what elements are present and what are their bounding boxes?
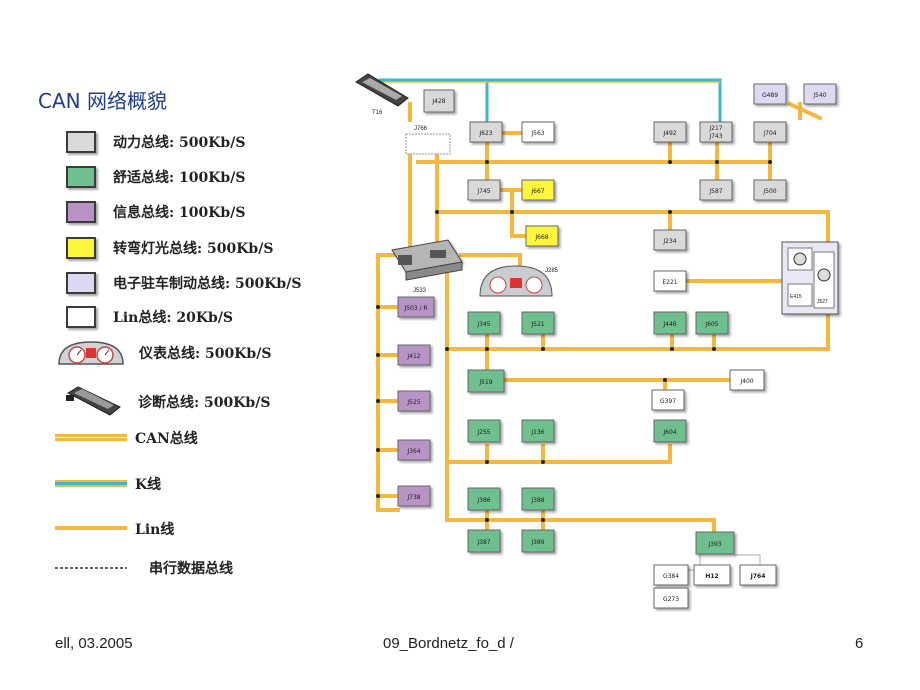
instrument-cluster-j285: J285 xyxy=(479,265,559,297)
ecu-j766: J766 xyxy=(405,126,451,155)
ecu-label: J136 xyxy=(530,429,544,436)
legend-label: Lin总线: 20Kb/S xyxy=(113,310,234,326)
ecu-label: J764 xyxy=(750,573,766,580)
ecu-label: J217 xyxy=(708,125,722,132)
ecu-label: J519 xyxy=(478,379,492,386)
ecu-label: J412 xyxy=(406,353,420,360)
serial-line-sample xyxy=(55,567,127,569)
can-line-sample xyxy=(55,434,127,441)
ecu-label: G273 xyxy=(663,596,679,603)
legend-item-diagnosis: 诊断总线: 500Kb/S xyxy=(64,385,270,419)
ecu-label: J388 xyxy=(530,497,544,504)
ecu-label: J387 xyxy=(476,539,490,546)
ecu-label: J604 xyxy=(662,429,676,436)
legend-line-lin: Lin线 xyxy=(55,519,174,539)
legend-item-cornering: 转弯灯光总线: 500Kb/S xyxy=(66,237,273,259)
ecu-label: J738 xyxy=(406,494,420,501)
ecu-label: J234 xyxy=(662,238,676,245)
lin-line-sample xyxy=(55,526,127,530)
ecu-label: G384 xyxy=(663,573,679,580)
legend: 动力总线: 500Kb/S 舒适总线: 100Kb/S 信息总线: 100Kb/… xyxy=(0,0,360,600)
page-title: CAN 网络概貌 xyxy=(38,89,167,113)
swatch-epb xyxy=(66,272,96,294)
ecu-label: J446 xyxy=(662,321,676,328)
instrument-cluster-icon xyxy=(58,341,124,365)
footer-center: 09_Bordnetz_fo_d / xyxy=(383,635,514,652)
legend-label: 电子驻车制动总线: 500Kb/S xyxy=(113,276,302,292)
bus-lines xyxy=(376,78,830,537)
ecu-label: J364 xyxy=(406,448,420,455)
ecu-label: J525 xyxy=(406,399,420,406)
ecu-label: J521 xyxy=(530,321,544,328)
epb-group: E415 J527 xyxy=(781,241,839,315)
gateway-j533: J533 xyxy=(391,239,463,294)
legend-item-powertrain: 动力总线: 500Kb/S xyxy=(66,131,245,153)
ecu-label: J540 xyxy=(812,92,826,99)
ecu-label: J428 xyxy=(431,98,445,105)
ecu-label: G397 xyxy=(660,398,676,405)
ecu-label: J400 xyxy=(739,378,753,385)
ecu-label: J605 xyxy=(704,321,718,328)
ecu-boxes: J428 J623 J563 J492 J217 J743 J704 G489 … xyxy=(397,83,837,609)
legend-item-comfort: 舒适总线: 100Kb/S xyxy=(66,166,245,188)
ecu-label: J533 xyxy=(413,288,427,294)
swatch-powertrain xyxy=(66,131,96,153)
diagnostic-connector-t16: T16 xyxy=(355,73,409,116)
legend-label: 信息总线: 100Kb/S xyxy=(113,205,246,221)
legend-label: 诊断总线: 500Kb/S xyxy=(138,395,271,411)
legend-item-instrument: 仪表总线: 500Kb/S xyxy=(55,338,271,368)
ecu-label: J667 xyxy=(530,188,544,195)
legend-label: 转弯灯光总线: 500Kb/S xyxy=(113,241,274,257)
ecu-label: J500 xyxy=(762,188,776,195)
swatch-comfort xyxy=(66,166,96,188)
legend-label: CAN总线 xyxy=(135,431,198,447)
legend-item-infotainment: 信息总线: 100Kb/S xyxy=(66,201,245,223)
page-number: 6 xyxy=(855,635,864,652)
ecu-label: G489 xyxy=(762,92,778,99)
legend-line-serial: 串行数据总线 xyxy=(55,558,233,578)
legend-label: 舒适总线: 100Kb/S xyxy=(113,170,246,186)
swatch-cornering xyxy=(66,237,96,259)
legend-label: 仪表总线: 500Kb/S xyxy=(139,346,272,362)
legend-item-lin: Lin总线: 20Kb/S xyxy=(66,306,233,328)
ecu-label: J623 xyxy=(478,130,492,137)
ecu-label: J389 xyxy=(530,539,544,546)
ecu-label: J766 xyxy=(414,126,428,132)
ecu-label: J745 xyxy=(476,188,490,195)
ecu-label: J255 xyxy=(476,429,490,436)
ecu-label: J668 xyxy=(534,234,548,241)
legend-line-can: CAN总线 xyxy=(55,428,198,448)
ecu-label: J527 xyxy=(817,299,828,305)
ecu-label: J386 xyxy=(476,497,490,504)
ecu-label: J563 xyxy=(530,130,544,137)
diagnosis-connector-icon xyxy=(66,386,121,416)
legend-label: Lin线 xyxy=(135,522,175,538)
junction-dots xyxy=(376,160,772,522)
ecu-label: J285 xyxy=(545,268,559,274)
ecu-label: H12 xyxy=(705,573,718,580)
legend-line-k: K线 xyxy=(55,474,161,494)
ecu-label: J503 / R xyxy=(403,305,427,312)
ecu-label: T16 xyxy=(372,110,383,116)
ecu-label: J743 xyxy=(708,133,722,140)
ecu-label: J492 xyxy=(662,130,676,137)
ecu-label: E221 xyxy=(662,279,677,286)
ecu-label: J345 xyxy=(476,321,490,328)
legend-item-epb: 电子驻车制动总线: 500Kb/S xyxy=(66,272,301,294)
legend-label: 串行数据总线 xyxy=(149,561,233,577)
ecu-label: J704 xyxy=(762,130,776,137)
ecu-label: E415 xyxy=(790,294,802,300)
ecu-label: J393 xyxy=(707,541,721,548)
swatch-lin xyxy=(66,306,96,328)
ecu-label: J587 xyxy=(708,188,722,195)
k-line-sample xyxy=(55,480,127,487)
legend-label: K线 xyxy=(135,477,162,493)
swatch-infotainment xyxy=(66,201,96,223)
footer-left: ell, 03.2005 xyxy=(55,635,133,652)
legend-label: 动力总线: 500Kb/S xyxy=(113,135,246,151)
